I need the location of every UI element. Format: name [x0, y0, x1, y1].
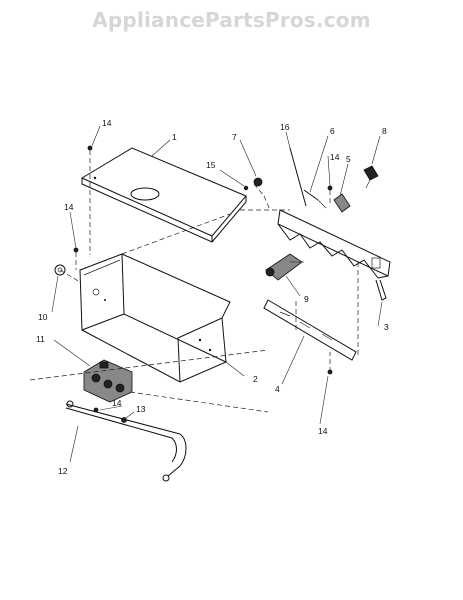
callout-16: 16	[280, 122, 290, 132]
part-6-rod[interactable]	[303, 189, 327, 209]
watermark-text: AppliancePartsPros.com	[92, 8, 371, 32]
callout-4: 4	[275, 384, 280, 394]
callout-11: 11	[36, 334, 45, 344]
callout-13: 13	[136, 404, 146, 414]
callout-14-top: 14	[102, 118, 112, 128]
screw-14-top[interactable]	[87, 145, 93, 151]
part-16-wire[interactable]	[289, 147, 307, 207]
callout-5: 5	[346, 154, 351, 164]
callout-10: 10	[38, 312, 48, 322]
callout-14-upper-right: 14	[330, 152, 340, 162]
callout-2: 2	[253, 374, 258, 384]
callout-7: 7	[232, 132, 237, 142]
part-11-gas-valve[interactable]	[83, 359, 133, 403]
part-9-valve[interactable]	[265, 253, 304, 281]
part-1-top-cover[interactable]	[80, 147, 247, 243]
part-4-lower-rail[interactable]	[263, 299, 357, 361]
callout-6: 6	[330, 126, 335, 136]
part-8-switch[interactable]	[363, 165, 379, 189]
callout-1: 1	[172, 132, 177, 142]
screw-14-upper-right[interactable]	[327, 185, 333, 191]
part-5-clip[interactable]	[333, 193, 351, 213]
part-10-washer[interactable]	[54, 264, 66, 276]
callout-3: 3	[384, 322, 389, 332]
callout-12: 12	[58, 466, 68, 476]
leader-lines	[51, 125, 383, 463]
callout-14-left: 14	[64, 202, 74, 212]
part-13-orifice[interactable]	[121, 417, 127, 423]
part-15-screw[interactable]	[243, 185, 249, 191]
callout-15: 15	[206, 160, 216, 170]
part-2-base-chassis[interactable]	[79, 253, 231, 383]
callout-8: 8	[382, 126, 387, 136]
part-7-knob[interactable]	[253, 177, 263, 187]
screw-14-lower[interactable]	[93, 407, 99, 413]
part-3-bracket-rail[interactable]	[277, 209, 391, 301]
callout-14-lower: 14	[112, 398, 122, 408]
part-12-manifold-pipe[interactable]	[65, 400, 187, 482]
callout-14-bottom-right: 14	[318, 426, 328, 436]
alignment-lines	[29, 150, 359, 413]
callout-labels: 1 2 3 4 5 6 7 8 9 10 11 12 13 14 14 14 1…	[36, 118, 389, 476]
screw-14-left[interactable]	[73, 247, 79, 253]
callout-9: 9	[304, 294, 309, 304]
